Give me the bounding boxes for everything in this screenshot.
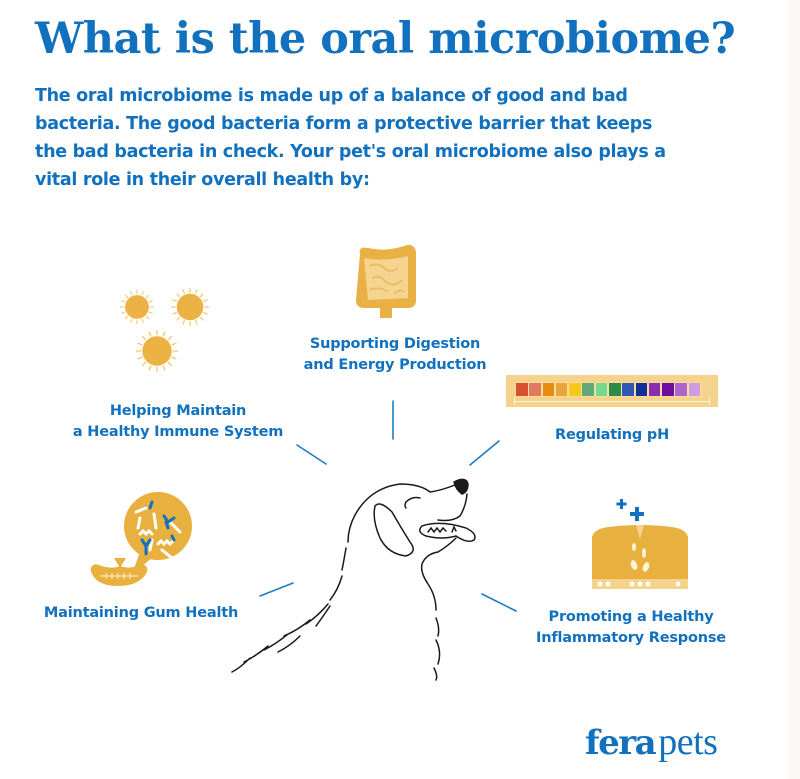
ph-swatch <box>594 382 609 397</box>
dog-head-icon <box>231 478 476 681</box>
ph-swatch <box>528 382 542 397</box>
intestines-icon <box>356 244 416 318</box>
gum-bacteria-icon <box>90 492 192 586</box>
page-title: What is the oral microbiome? <box>35 14 736 64</box>
ph-swatch <box>515 382 529 397</box>
label-ph: Regulating pH <box>554 427 670 443</box>
ph-swatch <box>554 382 569 397</box>
ph-swatch <box>621 382 635 397</box>
label-immune: Helping Maintain a Healthy Immune System <box>72 403 284 440</box>
ph-scale-icon <box>506 375 718 407</box>
gum-healing-icon <box>592 499 688 589</box>
ph-swatch <box>687 382 702 397</box>
intro-paragraph: The oral microbiome is made up of a bala… <box>35 86 666 190</box>
bacteria-cluster-icon <box>119 287 210 373</box>
ph-swatch <box>541 382 556 397</box>
ph-swatch <box>661 382 675 397</box>
edge-strip <box>788 0 800 779</box>
label-digestion: Supporting Digestion and Energy Producti… <box>303 336 487 373</box>
brand-logo: ferapets <box>585 720 718 764</box>
ph-swatch <box>608 382 622 397</box>
label-gum: Maintaining Gum Health <box>43 605 239 621</box>
logo-bold: fera <box>585 723 657 763</box>
ph-swatch <box>581 382 595 397</box>
ph-swatch <box>568 382 582 397</box>
ph-swatch <box>634 382 649 397</box>
ph-swatch <box>647 382 662 397</box>
label-inflammatory: Promoting a Healthy Inflammatory Respons… <box>536 609 726 646</box>
ph-swatch <box>674 382 688 397</box>
logo-light: pets <box>658 721 718 763</box>
